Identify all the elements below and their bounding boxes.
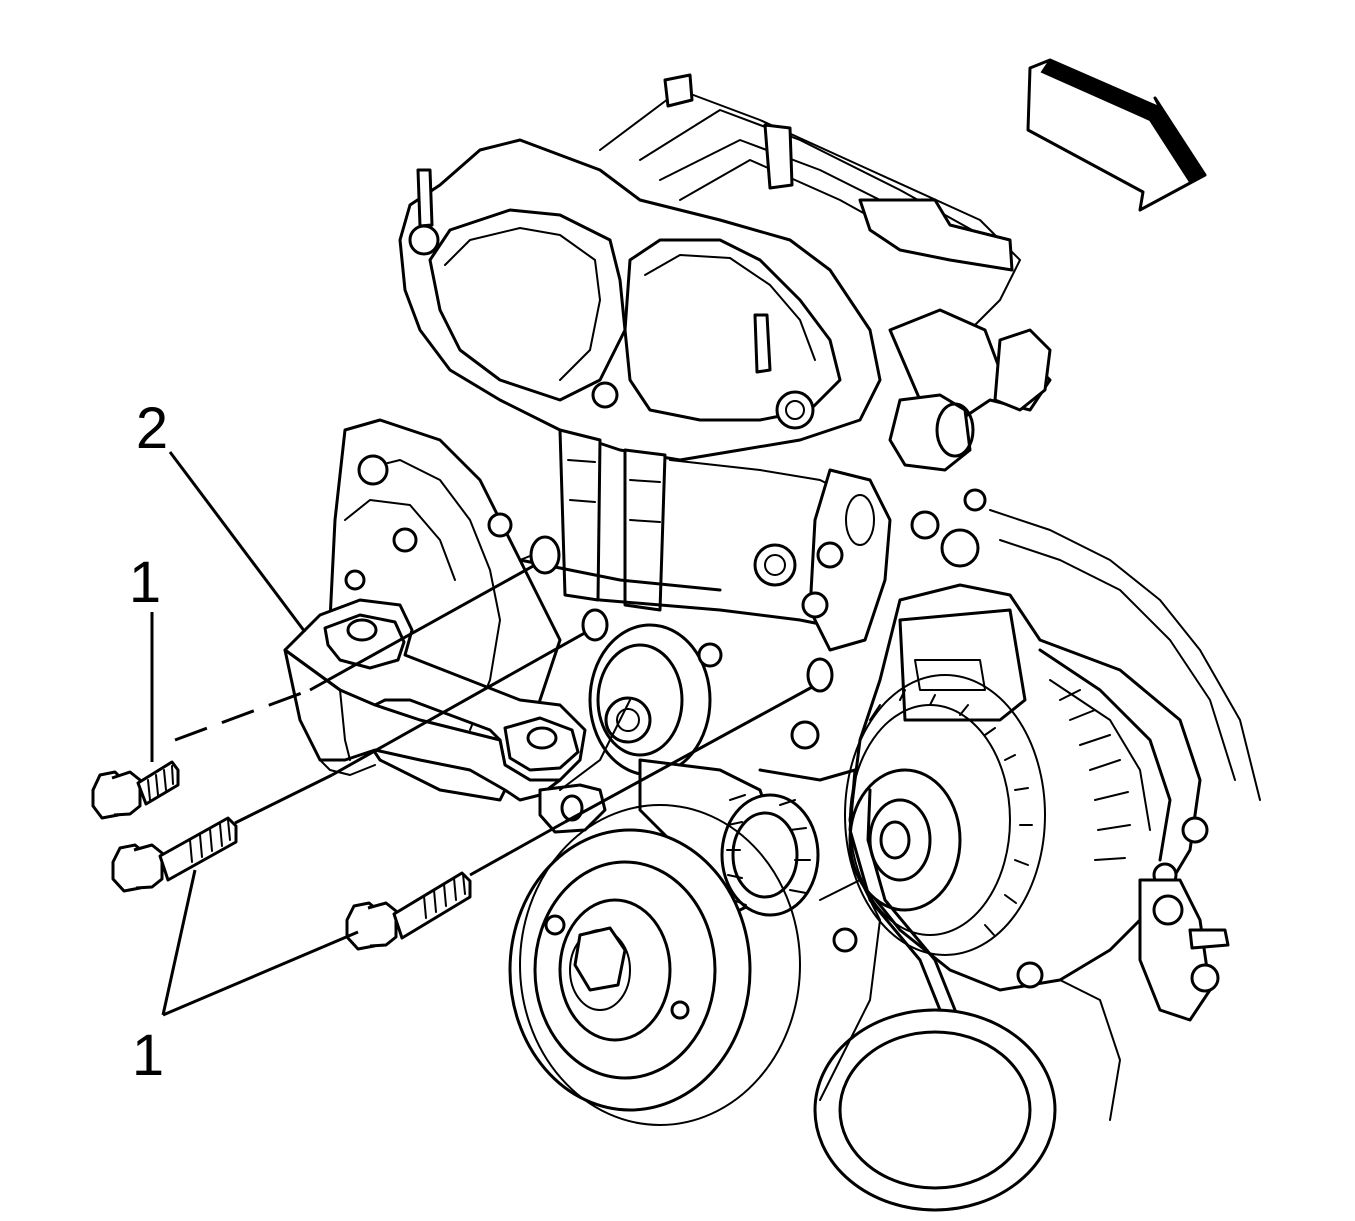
bolt-middle [111, 816, 238, 893]
belt-tensioner [588, 623, 820, 922]
bolt-alignment-lines [174, 535, 834, 877]
bolt-top [91, 760, 180, 820]
callout-1-bolt-top: 1 [129, 550, 161, 615]
lower-pulley-housing [813, 878, 1230, 1212]
bolt-lower [345, 871, 472, 951]
crankshaft-pulley [508, 804, 801, 1126]
callout-leaders [150, 451, 359, 1017]
direction-arrow-icon [1026, 58, 1207, 212]
callout-2-bracket: 2 [136, 396, 168, 461]
callout-1-bolts-bottom: 1 [132, 1023, 164, 1088]
alternator [844, 583, 1209, 992]
